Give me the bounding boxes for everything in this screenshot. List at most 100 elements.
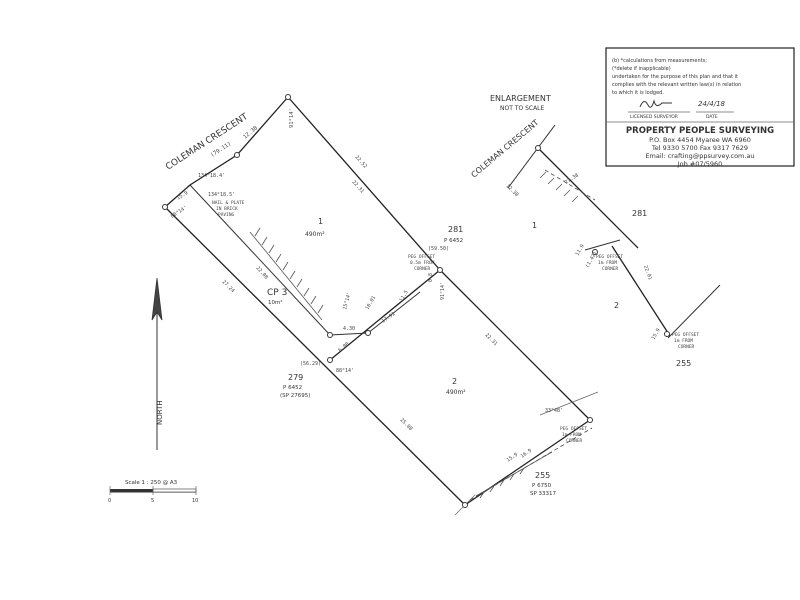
certification-note-4: complies with the relevant written law(s…	[612, 82, 741, 88]
certification-note-1: (b) *calculations from measurements;	[612, 58, 707, 64]
peg-offset-1-distance: 0.5m FROM	[410, 260, 435, 266]
north-arrow-icon	[151, 277, 163, 321]
dim-6-00: 6.00	[337, 341, 350, 353]
neighbor-281-label: 281	[448, 225, 463, 234]
scale-bar: Scale 1 : 250 @ A3 0 5 10	[108, 480, 198, 504]
dim-15-91: 15.9	[176, 190, 189, 202]
dim-91-14: 91°14'	[289, 108, 295, 128]
title-block-frame	[605, 47, 795, 167]
certification-note-3: undertaken for the purpose of this plan …	[612, 74, 738, 80]
dim-11-5: 11.5	[399, 290, 410, 303]
dim-4-30: 4.30	[343, 326, 355, 332]
lot1-east-boundary	[287, 96, 441, 271]
job-number: Job #07/5960	[677, 160, 723, 168]
cp3-label: CP 3	[267, 288, 287, 298]
lot1-area: 490m²	[305, 231, 325, 238]
licensed-surveyor-label: LICENSED SURVEYOR	[630, 114, 678, 120]
dim-15-9: 15.9	[506, 452, 519, 464]
certification-note-5: to which it is lodged.	[612, 90, 664, 96]
peg-offset-3: PEG OFFSET	[596, 254, 623, 260]
enl-dim-11-9: 11.9	[575, 244, 586, 257]
enlargement-lot2-label: 2	[614, 301, 619, 310]
neighbor-279-sp: (SP 27695)	[280, 393, 310, 399]
enlargement-street-name: COLEMAN CRESCENT	[470, 118, 541, 180]
dim-27-24: 27.24	[221, 279, 236, 294]
dim-134-18-4: 134°18.4'	[198, 173, 225, 179]
scale-tick-10: 10	[192, 498, 198, 504]
company-email: Email: crafting@ppsurvey.com.au	[645, 152, 754, 160]
lot2-area: 490m²	[446, 389, 466, 396]
west-boundary	[164, 206, 466, 506]
peg-offset-4-corner: CORNER	[678, 344, 695, 350]
surveyor-signature	[639, 99, 672, 108]
enl-dim-15-9: 15.9	[651, 328, 662, 341]
lot1-label: 1	[318, 217, 323, 226]
nail-plate-note: NAIL & PLATE	[212, 200, 245, 206]
enlargement-east-boundary	[537, 147, 639, 249]
rear-boundary	[464, 419, 591, 506]
nail-paving-note: PAVING	[218, 212, 235, 218]
company-name: PROPERTY PEOPLE SURVEYING	[626, 126, 774, 136]
cp3-area: 10m²	[268, 299, 283, 306]
north-label: NORTH	[156, 400, 164, 425]
peg-offset-4: PEG OFFSET	[672, 332, 699, 338]
peg-offset-2-distance: 1m FROM	[562, 432, 581, 438]
scale-tick-5: 5	[151, 498, 154, 504]
north-arrow: NORTH	[151, 277, 164, 450]
peg-offset-1-corner: CORNER	[414, 266, 431, 272]
lot-boundaries	[164, 96, 599, 516]
enlargement-255-label: 255	[676, 359, 691, 368]
dim-17-91: 17.91	[381, 311, 397, 325]
dim-56-29: (56.29)	[300, 361, 321, 367]
peg-offset-3-corner: CORNER	[602, 266, 619, 272]
nail-brick-note: IN BRICK	[216, 206, 238, 212]
enlargement-subtitle: NOT TO SCALE	[500, 105, 545, 112]
dim-88-14-b: 88°14'	[336, 368, 354, 374]
peg-offset-4-distance: 1m FROM	[674, 338, 693, 344]
building-hatch	[249, 227, 553, 499]
dim-0-8: 0.8	[428, 273, 434, 282]
company-address: P.O. Box 4454 Myaree WA 6960	[649, 136, 751, 144]
dim-23-51: 22.31	[484, 332, 499, 347]
neighbor-255-plan: P 6750	[532, 483, 552, 489]
company-phone: Tel 9330 5700 Fax 9317 7629	[651, 144, 748, 152]
signature-date: 24/4/18	[698, 100, 726, 108]
title-block: (b) *calculations from measurements; (*d…	[605, 47, 795, 168]
neighbor-279-label: 279	[288, 373, 303, 382]
peg-offset-2: PEG OFFSET	[560, 426, 587, 432]
peg-offset-1: PEG OFFSET	[408, 254, 435, 260]
scale-tick-0: 0	[108, 498, 111, 504]
enlargement-title: ENLARGEMENT	[490, 94, 551, 103]
street-name: COLEMAN CRESCENT	[164, 112, 250, 173]
neighbor-255-label: 255	[535, 471, 550, 480]
dim-10-01: 10.01	[365, 295, 378, 311]
dim-25-08: 25.08	[399, 417, 414, 432]
cp3-boundary-return	[329, 332, 369, 336]
street-frontage	[164, 96, 289, 208]
lot2-label: 2	[452, 377, 457, 386]
dim-91-15: 91°14'	[440, 282, 446, 300]
enlargement-281-label: 281	[632, 209, 647, 218]
lot-division-line	[329, 269, 441, 361]
dim-33-48: 33°48'	[545, 408, 563, 414]
neighbor-255-sp: SP 33317	[530, 491, 557, 497]
enl-dim-27-38: 27.38	[564, 172, 580, 185]
cp3-boundary	[189, 184, 331, 336]
enl-dim-12-38: 12.38	[505, 183, 520, 198]
neighbor-279-plan: P 6452	[283, 385, 302, 391]
lot2-east-boundary	[439, 269, 591, 421]
dim-59-50: (59.50)	[428, 246, 449, 252]
peg-offset-3-distance: 1m FROM	[598, 260, 617, 266]
dim-134-18-5: 134°18.5'	[208, 192, 235, 198]
corner-pegs	[162, 94, 593, 508]
dim-15-14: 15°14'	[342, 292, 352, 311]
certification-note-2: (*delete if inapplicable)	[612, 66, 671, 72]
scale-label: Scale 1 : 250 @ A3	[125, 480, 178, 486]
cp3-boundary-side	[367, 291, 421, 334]
date-label: DATE	[706, 114, 718, 120]
dim-88-14: 88°14'	[170, 205, 188, 220]
dim-22-52: 22.52	[354, 154, 369, 169]
enlargement-lot1-label: 1	[532, 221, 537, 230]
enlargement-boundary-2	[611, 245, 671, 337]
